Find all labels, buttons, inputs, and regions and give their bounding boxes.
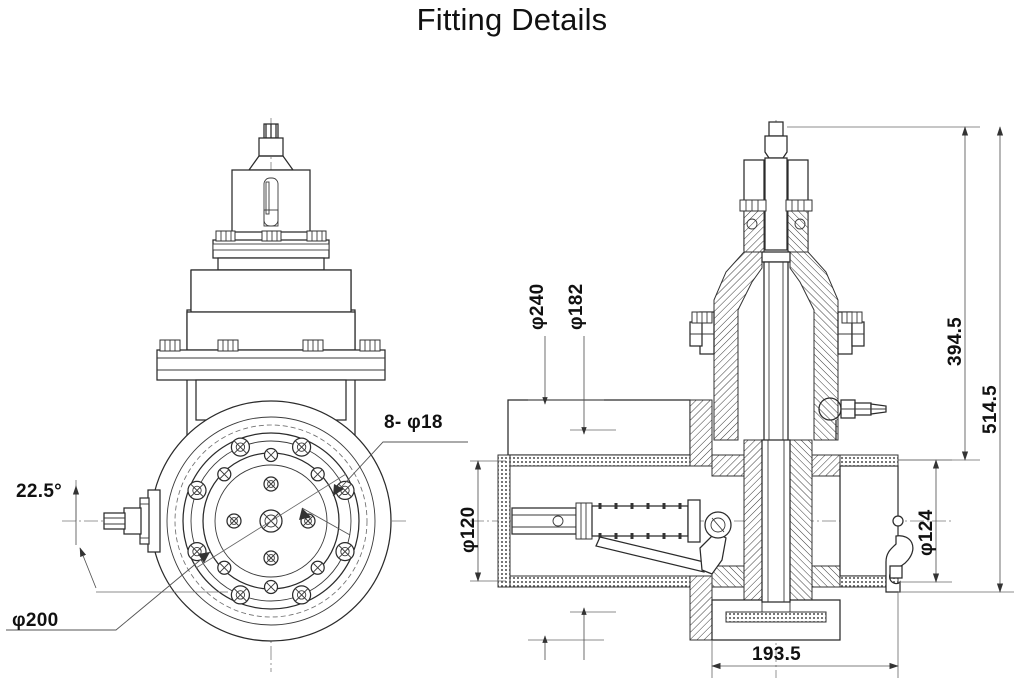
dimension-len-394-5: 394.5 <box>787 126 980 461</box>
dimension-holes-8-d18: 8- φ18 <box>299 412 468 536</box>
dimension-dia-120: φ120 <box>458 460 506 582</box>
dimension-angle-22-5: 22.5° <box>16 480 228 593</box>
dimension-label-8-d18: 8- φ18 <box>384 412 443 433</box>
page-title: Fitting Details <box>416 2 608 37</box>
stem-top-right <box>739 121 813 253</box>
bolt-angle-construction-line <box>195 473 347 569</box>
latch-hook-right <box>885 515 914 593</box>
dimension-dia-200: φ200 <box>6 551 211 631</box>
bonnet-flange-bolts <box>215 230 327 242</box>
internal-mechanism-right <box>511 499 732 575</box>
bonnet-flange-left <box>212 230 330 271</box>
dimension-dia-182: φ182 <box>566 284 616 660</box>
dimension-label-dia-200: φ200 <box>12 610 59 631</box>
valve-body-left <box>186 269 356 512</box>
pressure-tap-right <box>818 397 887 440</box>
dimension-len-193-5: 193.5 <box>711 592 899 678</box>
operating-stem-assembly-left <box>231 123 311 238</box>
dimension-len-514-5: 514.5 <box>898 126 1014 593</box>
dimension-label-514-5: 514.5 <box>980 385 1001 434</box>
bonnet-right <box>689 251 865 443</box>
dimension-label-dia-124: φ124 <box>916 509 937 556</box>
body-section-right <box>497 399 899 641</box>
dimension-label-394-5: 394.5 <box>945 317 966 366</box>
inner-bolt-ring-left <box>217 447 325 595</box>
dimension-label-angle: 22.5° <box>16 481 62 502</box>
dimension-label-dia-120: φ120 <box>458 507 479 554</box>
dimension-dia-240: φ240 <box>527 284 604 660</box>
left-front-elevation-view: 22.5° φ200 8- φ18 <box>6 118 468 672</box>
dimension-label-dia-240: φ240 <box>527 284 548 331</box>
mid-bolt-ring-left <box>187 437 355 605</box>
dimension-label-dia-182: φ182 <box>566 284 587 331</box>
circular-flange-face-left <box>150 400 392 642</box>
side-boss-left <box>103 489 161 553</box>
dimension-label-193-5: 193.5 <box>752 644 801 665</box>
thread-ticks <box>598 503 682 539</box>
main-flange-bolts <box>159 339 381 352</box>
right-sectional-side-view: φ240 φ182 φ120 φ124 <box>458 120 1014 678</box>
